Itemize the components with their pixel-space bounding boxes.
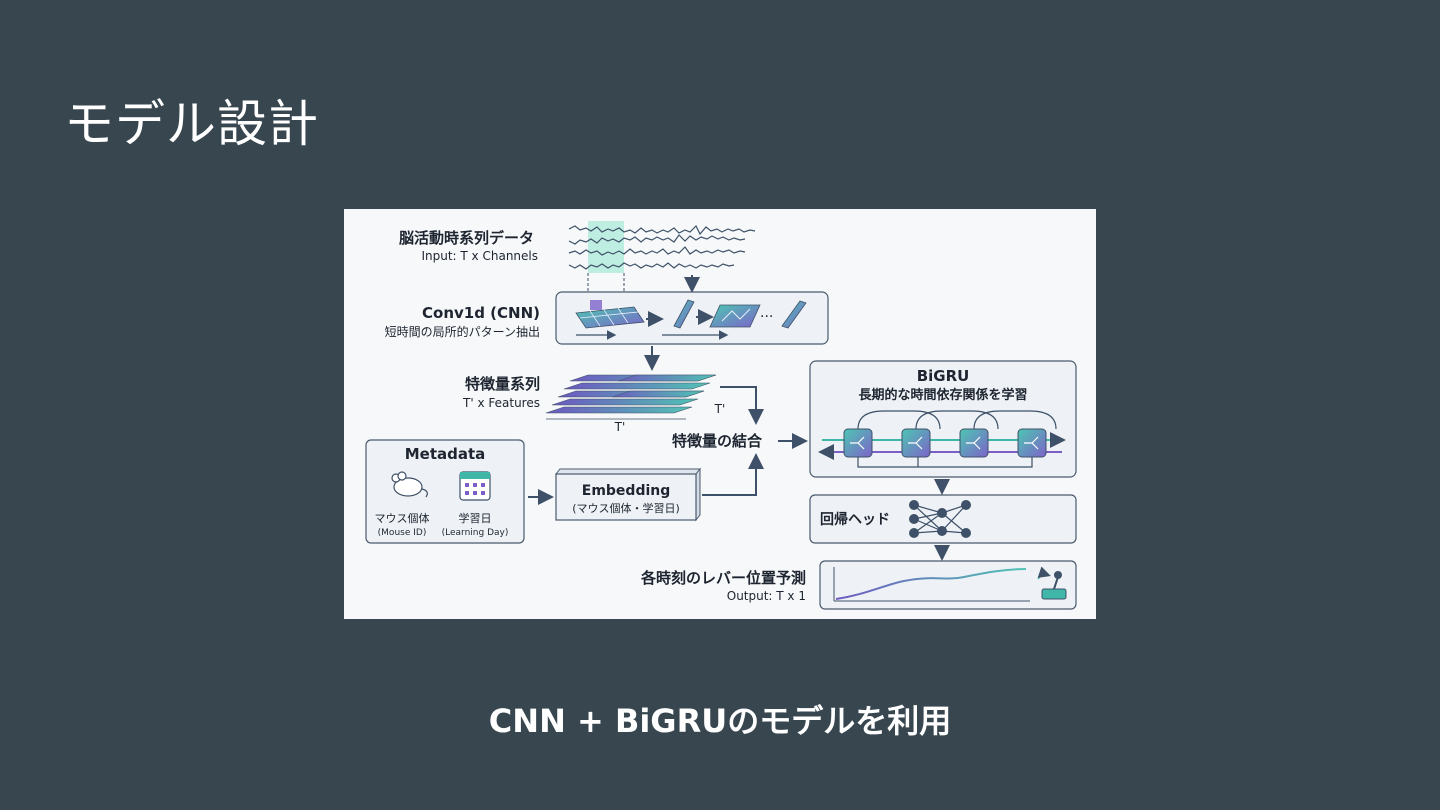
neural-network-icon bbox=[909, 500, 971, 538]
input-title: 脳活動時系列データ bbox=[399, 229, 534, 247]
model-diagram: 脳活動時系列データ Input: T x Channels Conv1d (CN… bbox=[344, 209, 1096, 619]
head-box bbox=[809, 494, 1077, 544]
output-title: 各時刻のレバー位置予測 bbox=[640, 569, 806, 587]
embedding-subtitle: (マウス個体・学習日) bbox=[572, 501, 680, 515]
gru-cell-icon bbox=[959, 428, 989, 458]
calendar-icon bbox=[459, 471, 491, 501]
input-subtitle: Input: T x Channels bbox=[421, 249, 538, 263]
conv-filter-2 bbox=[781, 300, 807, 329]
cnn-title: Conv1d (CNN) bbox=[422, 304, 540, 322]
gru-cell-icon bbox=[901, 428, 931, 458]
gru-chain bbox=[818, 410, 1066, 468]
embedding-box bbox=[555, 473, 697, 521]
features-axis-t-side: T' bbox=[714, 402, 726, 416]
combine-label: 特徴量の結合 bbox=[672, 432, 763, 450]
features-axis-t: T' bbox=[614, 420, 626, 434]
bigru-box bbox=[809, 360, 1077, 478]
metadata-title: Metadata bbox=[405, 445, 486, 463]
output-box bbox=[819, 560, 1077, 610]
bigru-subtitle: 長期的な時間依存関係を学習 bbox=[858, 387, 1027, 403]
slide-title: モデル設計 bbox=[64, 95, 319, 153]
features-title: 特徴量系列 bbox=[465, 375, 540, 393]
joystick-icon bbox=[1037, 566, 1067, 600]
feature-sequence-icon bbox=[545, 374, 717, 420]
bigru-title: BiGRU bbox=[917, 367, 970, 385]
conv-filter-1 bbox=[673, 299, 695, 329]
metadata-mouse-label: マウス個体 bbox=[375, 511, 430, 525]
embedding-title: Embedding bbox=[582, 483, 671, 499]
features-subtitle: T' x Features bbox=[462, 396, 540, 410]
model-diagram-svg: 脳活動時系列データ Input: T x Channels Conv1d (CN… bbox=[365, 221, 1077, 610]
gru-cell-icon bbox=[843, 428, 873, 458]
conv-grid-icon bbox=[575, 300, 645, 329]
head-title: 回帰ヘッド bbox=[820, 511, 890, 528]
cnn-ellipsis: ... bbox=[760, 305, 773, 321]
metadata-box bbox=[365, 439, 525, 544]
slide-caption: CNN + BiGRUのモデルを利用 bbox=[488, 702, 952, 740]
eeg-waveform-icon bbox=[568, 221, 756, 301]
gru-cell-icon bbox=[1017, 428, 1047, 458]
metadata-day-sub: (Learning Day) bbox=[442, 528, 509, 538]
conv-map-icon bbox=[709, 304, 761, 328]
metadata-mouse-sub: (Mouse ID) bbox=[378, 528, 427, 538]
mouse-icon bbox=[391, 471, 428, 498]
output-subtitle: Output: T x 1 bbox=[727, 589, 806, 603]
cnn-subtitle: 短時間の局所的パターン抽出 bbox=[385, 324, 540, 339]
metadata-day-label: 学習日 bbox=[459, 511, 492, 525]
output-plot bbox=[833, 567, 1030, 602]
